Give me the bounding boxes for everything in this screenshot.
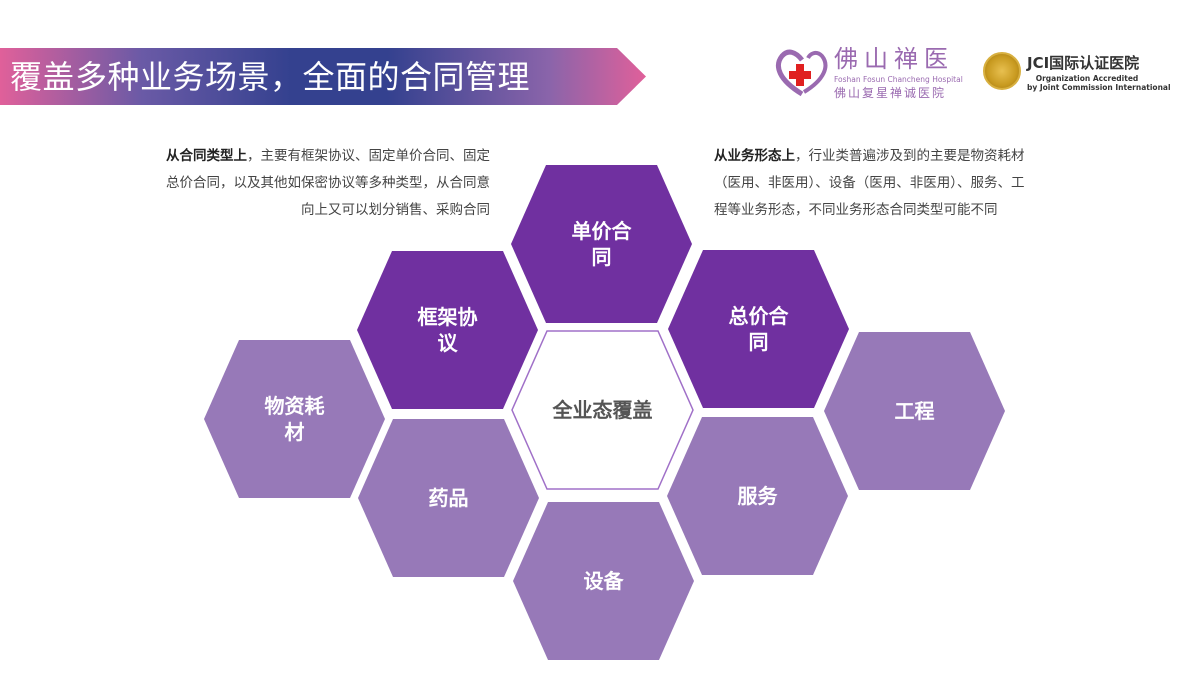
hospital-logo: 佛山禅医 Foshan Fosun Chancheng Hospital 佛山复… [774,46,974,102]
hospital-logo-cn: 佛山禅医 [834,45,954,73]
hex-label: 单价合同 [571,219,632,269]
hex-label: 设备 [583,569,624,593]
hex-label: 药品 [428,486,469,510]
business-form-description: 从业务形态上，行业类普遍涉及到的主要是物资耗材 （医用、非医用）、设备（医用、非… [714,148,1025,218]
hex-drugs: 药品 [357,418,540,578]
title-banner: 覆盖多种业务场景，全面的合同管理 [0,48,646,105]
hex-all-business: 全业态覆盖 [511,330,694,490]
hex-label: 服务 [737,484,778,508]
hex-lump-sum-contract: 总价合同 [667,249,850,409]
contract-type-description: 从合同类型上，主要有框架协议、固定单价合同、固定 总价合同，以及其他如保密协议等… [166,148,490,218]
hospital-logo-en: Foshan Fosun Chancheng Hospital [834,75,963,84]
hex-unit-price-contract: 单价合同 [510,164,693,324]
hex-engineering: 工程 [823,331,1006,491]
hospital-logo-fullname: 佛山复星禅诚医院 [834,86,947,100]
hex-label: 总价合同 [728,304,789,354]
hex-equipment: 设备 [512,501,695,661]
hex-services: 服务 [666,416,849,576]
hex-framework-agreement: 框架协议 [356,250,539,410]
hex-label: 物资耗材 [264,394,325,444]
jci-seal-icon [983,52,1021,90]
page-title: 覆盖多种业务场景，全面的合同管理 [10,58,531,96]
hex-label: 框架协议 [417,305,478,355]
hex-label: 工程 [894,399,935,423]
heart-cross-icon [776,49,828,97]
hex-label: 全业态覆盖 [552,398,653,422]
jci-title: JCI国际认证医院 [1027,54,1140,72]
hex-materials: 物资耗材 [203,339,386,499]
